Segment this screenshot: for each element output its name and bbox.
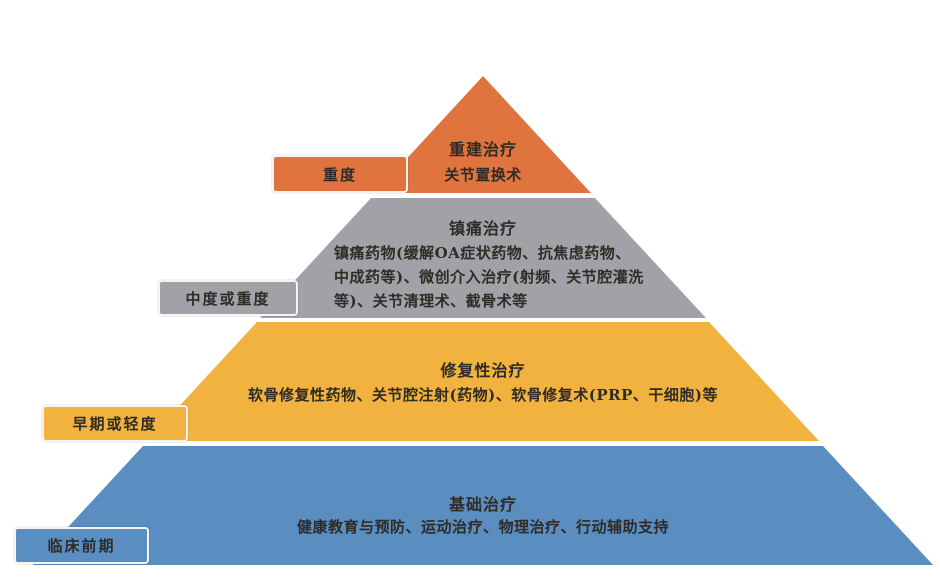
reconstruction-body: 关节置换术 xyxy=(444,166,522,184)
analgesic-body: 镇痛药物(缓解OA症状药物、抗焦虑药物、 中成药等)、微创介入治疗(射频、关节腔… xyxy=(334,241,664,313)
restorative-body: 软骨修复性药物、关节腔注射(药物)、软骨修复术(PRP、干细胞)等 xyxy=(248,386,718,404)
stage-tag-moderate-label: 中度或重度 xyxy=(185,289,271,308)
stage-tag-severe-label: 重度 xyxy=(322,165,357,184)
restorative-title: 修复性治疗 xyxy=(440,361,526,380)
analgesic-body-line: 中成药等)、微创介入治疗(射频、关节腔灌洗 xyxy=(334,268,644,286)
stage-tag-severe: 重度 xyxy=(272,155,408,193)
stage-tag-moderate-or-severe: 中度或重度 xyxy=(158,280,298,316)
stage-tag-early-label: 早期或轻度 xyxy=(72,415,158,433)
stage-tag-preclinical: 临床前期 xyxy=(14,527,149,564)
analgesic-title: 镇痛治疗 xyxy=(448,219,517,238)
analgesic-body-line: 等)、关节清理术、截骨术等 xyxy=(334,292,528,310)
reconstruction-title: 重建治疗 xyxy=(448,140,517,159)
basic-body: 健康教育与预防、运动治疗、物理治疗、行动辅助支持 xyxy=(296,518,669,536)
stage-tag-preclinical-label: 临床前期 xyxy=(47,537,116,555)
basic-title: 基础治疗 xyxy=(448,495,517,514)
analgesic-body-line: 镇痛药物(缓解OA症状药物、抗焦虑药物、 xyxy=(334,244,631,262)
stage-tag-early-or-mild: 早期或轻度 xyxy=(42,405,188,442)
